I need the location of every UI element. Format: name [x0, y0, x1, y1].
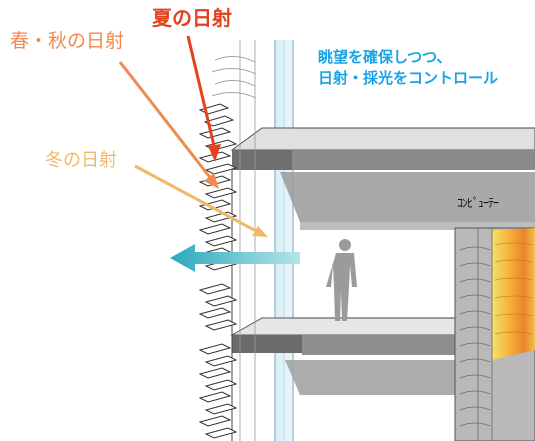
- view-outward-arrow: [170, 244, 300, 272]
- note-line-2: 日射・採光をコントロール: [318, 69, 499, 87]
- glass-curtain-wall: [274, 40, 294, 441]
- spring-autumn-sun-label: 春・秋の日射: [10, 30, 125, 52]
- winter-sun-label: 冬の日射: [45, 150, 117, 171]
- summer-sun-label: 夏の日射: [152, 6, 232, 30]
- spring-autumn-sun-arrow: [118, 61, 219, 189]
- person-silhouette: [326, 239, 357, 321]
- louver-fins: [198, 103, 238, 439]
- summer-sun-arrow: [186, 35, 221, 162]
- upper-sketch-lines: [211, 40, 257, 441]
- computer-simulation-label: ｺﾝﾋﾟｭｰﾃｰ: [457, 196, 499, 210]
- winter-sun-arrow: [134, 164, 268, 237]
- simulation-thumbnail: [454, 227, 535, 441]
- note-line-1: 眺望を確保しつつ、: [318, 48, 452, 66]
